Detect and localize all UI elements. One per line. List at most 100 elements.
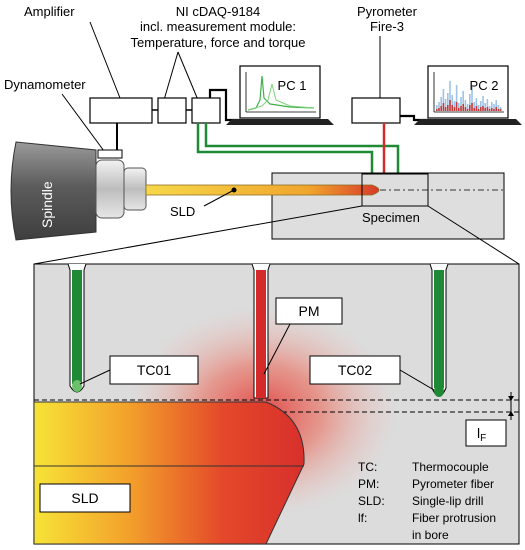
dynamometer-leader — [61, 93, 105, 152]
pc2-spectrum-bar — [440, 97, 442, 111]
pc2-spectrum-bar-red — [458, 108, 460, 111]
pc2-spectrum-bar-red — [466, 109, 469, 111]
legend-desc-tc: Thermocouple — [412, 460, 489, 474]
pc2-spectrum-bar-red — [499, 109, 502, 111]
pc2-spectrum-bar-red — [462, 104, 464, 111]
pc2-spectrum-bar-red — [453, 107, 456, 111]
sld-leader — [203, 189, 235, 207]
lf-label-box — [465, 419, 507, 447]
pc2-spectrum-bar-red — [444, 107, 447, 111]
amplifier-leader — [89, 21, 121, 99]
spindle-label: Spindle — [39, 181, 55, 228]
legend-abbr-pm: PM: — [358, 477, 379, 491]
pc2-spectrum-bar-red — [460, 106, 462, 111]
dynamometer-label: Dynamometer — [4, 77, 86, 92]
pc2-spectrum-bar-red — [440, 106, 442, 111]
daq-leader-b — [177, 51, 199, 101]
specimen-label: Specimen — [362, 210, 420, 225]
pc2-spectrum-bar-red — [488, 109, 491, 111]
pm-fiber — [256, 270, 266, 398]
pc2-spectrum-bar-red — [486, 107, 489, 111]
pc2-spectrum-bar — [486, 99, 489, 111]
pc2-spectrum-bar — [473, 102, 475, 111]
pc2-spectrum-bar-red — [495, 107, 497, 111]
thermocouple-cable-1 — [196, 123, 374, 182]
pc2-spectrum-bar-red — [491, 108, 493, 111]
pc2-spectrum-bar — [475, 98, 478, 111]
daq-module-box-2 — [191, 97, 221, 124]
tc01-tip — [72, 380, 82, 392]
legend-desc-pm: Pyrometer fiber — [412, 477, 494, 491]
pc2-spectrum-bar-red — [438, 108, 440, 111]
pc2-spectrum-bar-red — [436, 109, 438, 111]
pc2-spectrum-bar — [480, 101, 482, 111]
pc2-spectrum-bar — [460, 97, 462, 111]
pc2-spectrum-bar — [436, 105, 438, 111]
detail-sld-label: SLD — [71, 490, 98, 506]
pc2-spectrum-bar — [464, 100, 467, 111]
daq-label-line3: Temperature, force and torque — [131, 35, 306, 50]
pc2-spectrum-bar-red — [471, 103, 473, 111]
pm-label-box — [275, 297, 343, 325]
dynamometer — [97, 149, 123, 159]
pc2-spectrum-bar — [438, 102, 440, 111]
pc2-spectrum-bar — [477, 105, 480, 111]
sld-label: SLD — [170, 204, 195, 219]
legend-desc-lf: Fiber protrusion — [412, 511, 496, 525]
lf-label-main: l — [477, 425, 480, 441]
pc2-spectrum-bar — [455, 85, 458, 111]
legend-abbr-sld: SLD: — [358, 494, 385, 508]
daq-label-line2: incl. measurement module: — [140, 19, 296, 34]
pc2-spectrum-bar-red — [442, 103, 445, 111]
pc1-label: PC 1 — [278, 78, 307, 93]
zoom-region — [361, 173, 429, 207]
pc2-spectrum-bar-red — [484, 108, 486, 111]
pc2-spectrum-bar-red — [455, 102, 458, 111]
pc2-spectrum-bar — [449, 81, 451, 111]
lf-label: lF — [477, 425, 486, 444]
pc2-spectrum-bar — [484, 103, 486, 111]
tc02-leader — [399, 369, 435, 391]
tc01-sensor — [72, 270, 82, 384]
tc01-label: TC01 — [137, 362, 171, 378]
pc2-spectrum-bar — [495, 100, 497, 111]
detail-sld-label-box — [39, 483, 131, 513]
legend-desc-sld: Single-lip drill — [412, 494, 483, 508]
pc2-spectrum-bar — [471, 87, 473, 111]
spindle — [10, 141, 97, 241]
pc2-spectrum-bar — [458, 103, 460, 111]
pc2-spectrum-bar-red — [493, 109, 495, 111]
pc2-spectrum-bar — [451, 95, 453, 111]
pm-label: PM — [299, 303, 320, 319]
detail-view: TC01 PM TC02 lF SLD TC: Thermocouple PM:… — [33, 263, 520, 545]
zoom-line-left — [33, 205, 363, 265]
pc2-spectrum-bar-red — [447, 105, 449, 111]
daq-module-box-1 — [157, 97, 187, 124]
pc1-temperature-curve-b — [247, 83, 315, 111]
tc01-label-box — [109, 355, 199, 385]
pc2-spectrum-bar-red — [480, 107, 482, 111]
pyrometer-box — [351, 97, 401, 124]
pc2-spectrum-bar — [482, 96, 484, 111]
pc2-monitor: PC 2 — [414, 65, 522, 125]
specimen-block — [271, 172, 505, 240]
pc2-spectrum-bar — [462, 91, 464, 111]
pc2-spectrum-bar — [447, 93, 449, 111]
single-lip-drill — [145, 184, 380, 196]
lf-label-sub: F — [480, 433, 486, 444]
detail-drill — [34, 401, 305, 544]
pc2-spectrum-bar — [453, 101, 456, 111]
pyrometer-label-line1: Pyrometer — [357, 4, 418, 19]
pc2-spectrum-bar-red — [475, 106, 478, 111]
pc2-spectrum-bar — [488, 106, 491, 111]
pc2-spectrum-bar — [497, 105, 500, 111]
amplifier-label: Amplifier — [24, 4, 75, 19]
daq-label-line1: NI cDAQ-9184 — [176, 4, 261, 19]
pc2-spectrum-bars — [436, 81, 502, 111]
tc02-sensor — [434, 270, 444, 388]
chuck-body — [95, 159, 125, 219]
pc2-spectrum-bar — [469, 94, 471, 111]
pc2-spectrum-bar — [491, 102, 493, 111]
lf-arrow-bottom — [508, 411, 514, 416]
pc2-spectrum-bar — [444, 99, 447, 111]
